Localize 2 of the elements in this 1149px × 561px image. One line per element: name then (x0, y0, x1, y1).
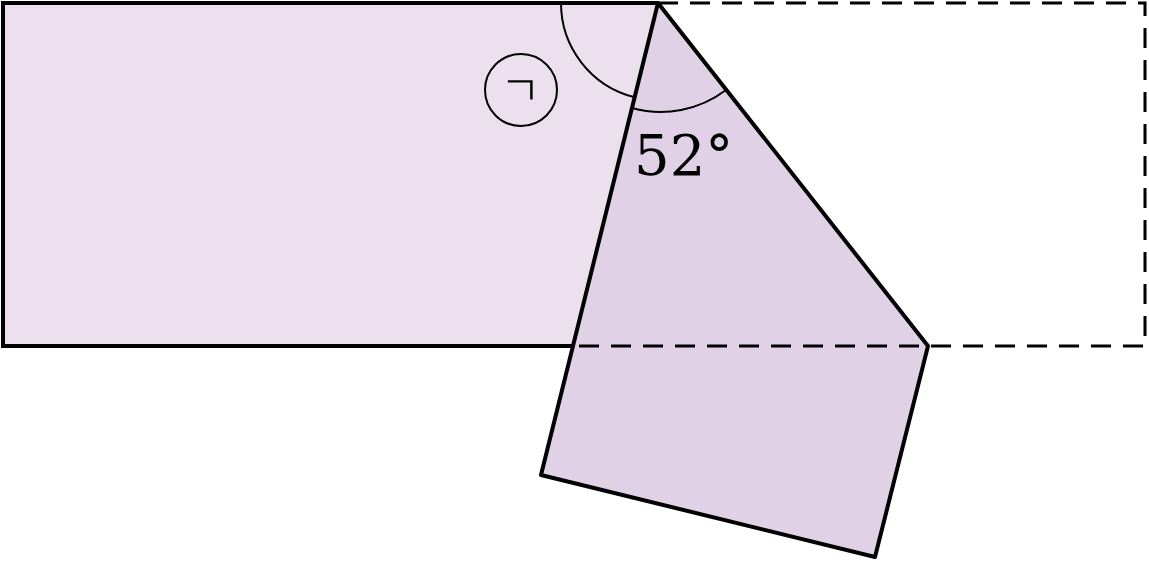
angle-label: ㄱ (501, 70, 541, 110)
angle-label: 52° (634, 128, 734, 184)
